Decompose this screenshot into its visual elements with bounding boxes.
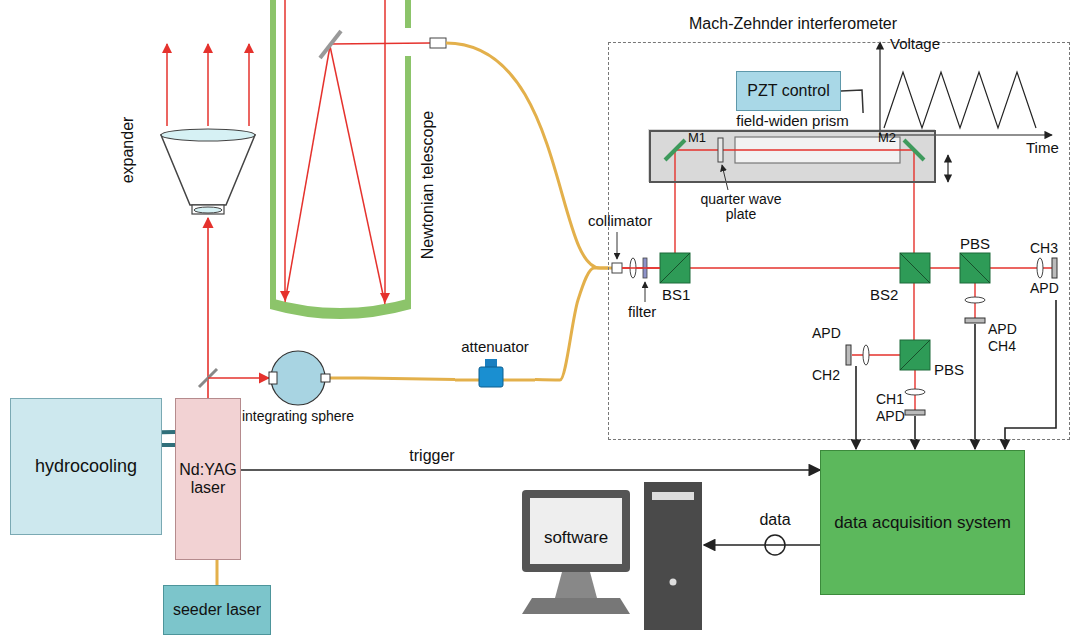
node-label: seeder laser — [173, 601, 261, 619]
laser-beam — [207, 218, 209, 398]
part-label: Newtonian telescope — [419, 111, 437, 260]
part-label: APD — [988, 322, 1017, 337]
sphere-symbol — [233, 348, 363, 408]
connector — [363, 378, 455, 380]
beam-expander — [161, 44, 255, 214]
connector — [241, 469, 820, 471]
node-label: attenuator — [455, 338, 535, 355]
part-label: quarter wave plate — [700, 192, 782, 223]
fibre-stub — [455, 379, 479, 382]
newtonian-telescope — [270, 0, 446, 319]
connector — [704, 544, 820, 546]
interferometer-optics — [600, 42, 1057, 415]
signal-lines — [856, 300, 1056, 449]
part-label: collimator — [588, 213, 652, 230]
node-label: field-widen prism — [649, 113, 936, 129]
part-label: BS2 — [870, 287, 898, 304]
acquisition-box: data acquisition system — [820, 450, 1025, 595]
part-label: M2 — [878, 131, 896, 145]
part-label: CH1 — [876, 392, 904, 407]
sample-beam — [208, 377, 269, 379]
connector — [841, 90, 863, 113]
part-label: Time — [1026, 140, 1059, 157]
node-label: Mach-Zehnder interferometer — [689, 15, 897, 33]
control-box: PZT control — [736, 71, 841, 111]
integrating-sphere: integrating sphere — [233, 348, 363, 428]
part-label: APD — [812, 326, 841, 341]
part-label: BS1 — [662, 287, 690, 304]
process-box: hydrocooling — [10, 398, 162, 535]
part-label: CH4 — [988, 339, 1016, 354]
part-label: expander — [119, 117, 137, 184]
part-label: Voltage — [890, 36, 940, 53]
part-label: APD — [876, 409, 905, 424]
node-label: PZT control — [747, 82, 829, 100]
part-label: filter — [628, 304, 656, 321]
attenuator: attenuator — [455, 338, 535, 390]
connector — [162, 430, 175, 434]
part-label: PBS — [960, 236, 990, 253]
part-label: CH3 — [1030, 241, 1058, 256]
node-label: software — [530, 506, 622, 570]
part-label: CH2 — [812, 368, 840, 383]
field-widen-prism: field-widen prism — [649, 113, 936, 183]
part-label: PBS — [934, 362, 964, 379]
computer-symbol — [522, 482, 704, 632]
telescope-fibre — [446, 43, 600, 268]
edge-label: trigger — [406, 447, 457, 465]
connector — [215, 560, 218, 585]
node-label: integrating sphere — [233, 408, 363, 424]
node-label: Nd:YAG laser — [179, 461, 237, 498]
part-label: M1 — [688, 131, 706, 145]
connector — [535, 268, 608, 380]
laser-box: seeder laser — [163, 585, 271, 635]
edge-label: data — [756, 511, 793, 529]
laser-box: Nd:YAG laser — [175, 398, 241, 560]
node-label: hydrocooling — [35, 456, 137, 477]
fibre-stub — [503, 379, 535, 382]
cooling-pipe — [162, 443, 175, 447]
node-label: data acquisition system — [834, 513, 1011, 533]
computer: software — [522, 482, 704, 632]
part-label: APD — [1030, 281, 1059, 296]
fibre-stub — [326, 377, 363, 380]
